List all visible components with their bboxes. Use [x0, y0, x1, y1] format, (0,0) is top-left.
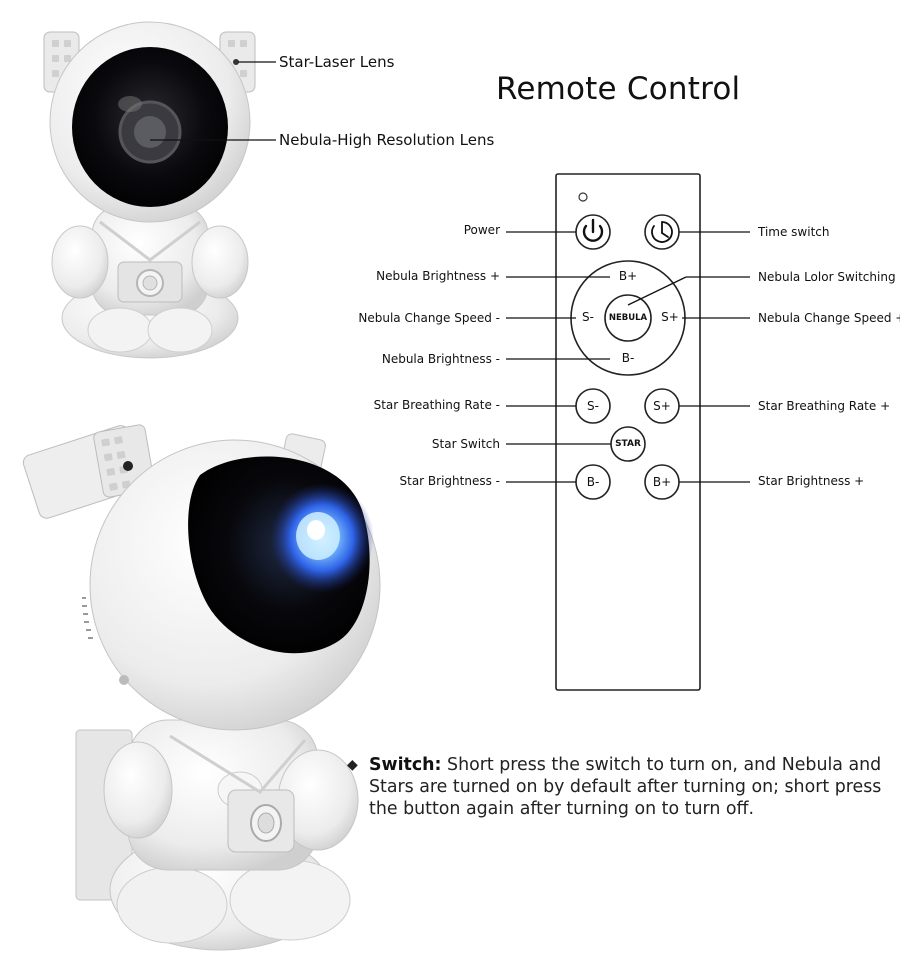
star-brightness-plus-button[interactable]: B+ — [652, 475, 672, 489]
power-button[interactable] — [576, 215, 610, 249]
label-star-switch: Star Switch — [431, 437, 500, 451]
star-laser-lens-label: Star-Laser Lens — [279, 53, 395, 71]
label-nebula-change-speed-minus: Nebula Change Speed - — [358, 311, 500, 325]
star-breathing-minus-button[interactable]: S- — [587, 399, 599, 413]
label-star-brightness-plus: Star Brightness + — [758, 474, 865, 488]
label-star-breathing-minus: Star Breathing Rate - — [373, 398, 500, 412]
bullet-diamond-icon: ◆ — [347, 757, 358, 773]
timer-icon — [651, 221, 673, 243]
label-star-breathing-plus: Star Breathing Rate + — [758, 399, 891, 413]
switch-description: ◆ Switch: Short press the switch to turn… — [347, 754, 895, 820]
label-star-brightness-minus: Star Brightness - — [399, 474, 501, 488]
power-icon — [582, 218, 604, 242]
description-body: Short press the switch to turn on, and N… — [369, 755, 882, 819]
page-title: Remote Control — [496, 71, 741, 107]
time-switch-button[interactable] — [645, 215, 679, 249]
star-breathing-plus-button[interactable]: S+ — [653, 399, 671, 413]
nebula-speed-plus-button[interactable]: S+ — [661, 310, 679, 324]
label-nebula-change-speed-plus: Nebula Change Speed + — [758, 311, 900, 325]
label-nebula-brightness-minus: Nebula Brightness - — [381, 352, 500, 366]
label-nebula-brightness-plus: Nebula Brightness + — [376, 269, 500, 283]
nebula-speed-minus-button[interactable]: S- — [582, 310, 594, 324]
label-nebula-color-switching: Nebula Lolor Switching — [758, 270, 896, 284]
nebula-color-button[interactable]: NEBULA — [608, 313, 648, 323]
nebula-lens-label: Nebula-High Resolution Lens — [279, 131, 495, 149]
label-time-switch: Time switch — [758, 225, 830, 239]
label-power: Power — [463, 223, 500, 237]
star-switch-button[interactable]: STAR — [615, 439, 641, 449]
nebula-brightness-minus-button[interactable]: B- — [621, 351, 635, 365]
star-brightness-minus-button[interactable]: B- — [586, 475, 600, 489]
description-heading: Switch: — [369, 755, 442, 775]
nebula-brightness-plus-button[interactable]: B+ — [618, 269, 638, 283]
